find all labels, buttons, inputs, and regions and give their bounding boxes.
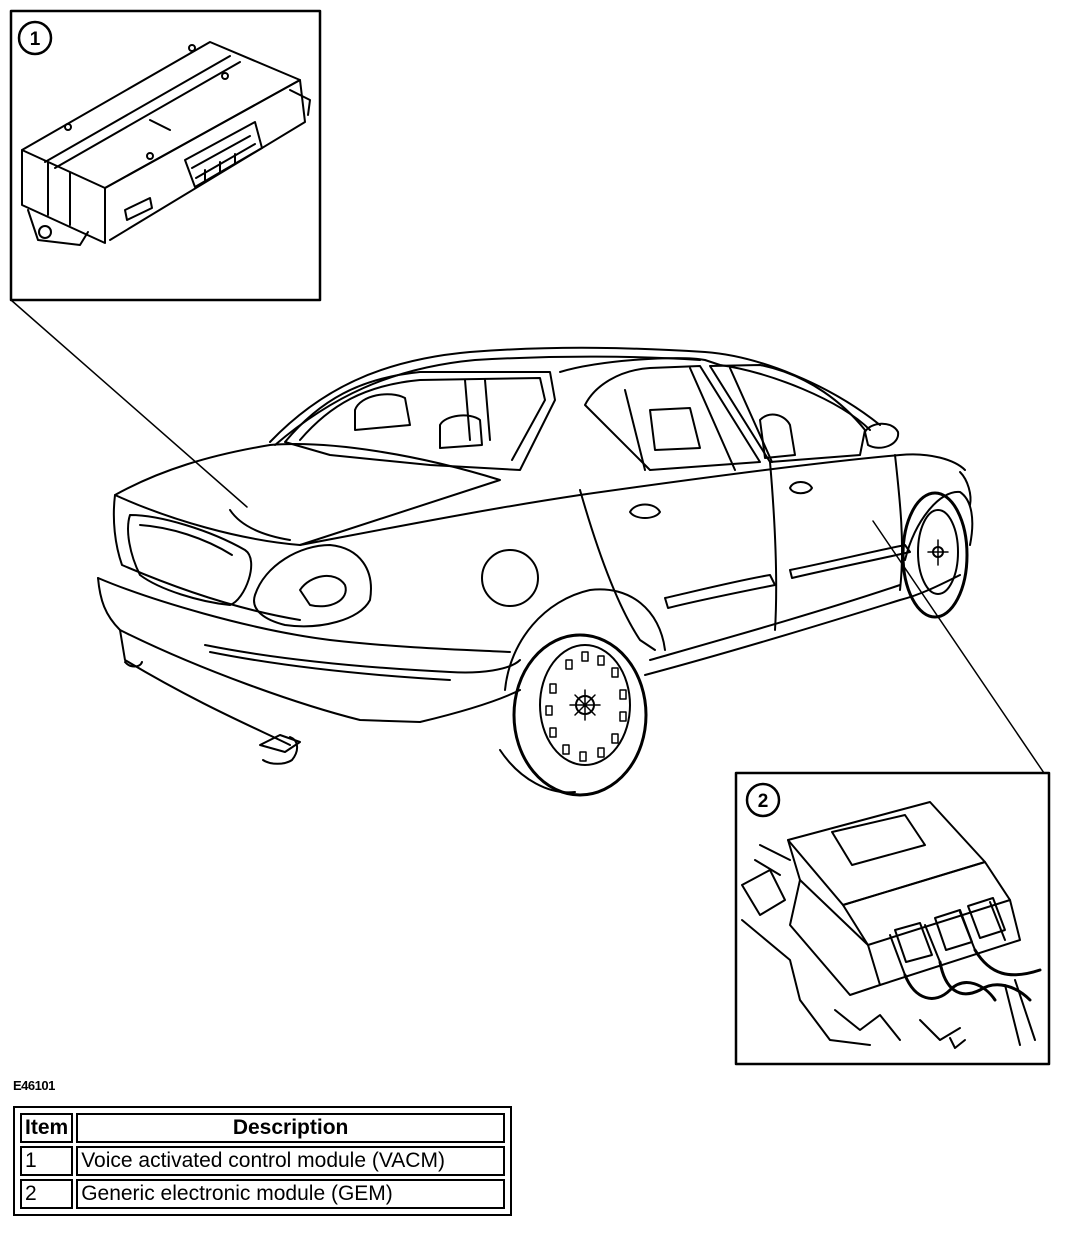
legend-item-description: Voice activated control module (VACM) [76,1146,505,1176]
callout-1-label: 1 [30,29,41,50]
legend-item-number: 2 [20,1179,74,1209]
vehicle-module-locator-diagram: 1 [9,9,1051,1066]
gem-module-drawing [741,801,1042,1049]
vacm-module-drawing [21,41,311,246]
vehicle-drawing [97,346,974,797]
legend-table: Item Description 1 Voice activated contr… [13,1106,512,1216]
figure-code: E46101 [13,1078,55,1093]
table-row: 2 Generic electronic module (GEM) [20,1179,505,1209]
leader-line-1 [10,299,248,508]
legend-header-row: Item Description [20,1113,505,1143]
legend-item-description: Generic electronic module (GEM) [76,1179,505,1209]
inset-gem: 2 [734,771,1051,1066]
legend-header-description: Description [76,1113,505,1143]
callout-2-label: 2 [758,791,769,812]
table-row: 1 Voice activated control module (VACM) [20,1146,505,1176]
inset-vacm: 1 [9,9,322,302]
legend-item-number: 1 [20,1146,74,1176]
legend-header-item: Item [20,1113,74,1143]
